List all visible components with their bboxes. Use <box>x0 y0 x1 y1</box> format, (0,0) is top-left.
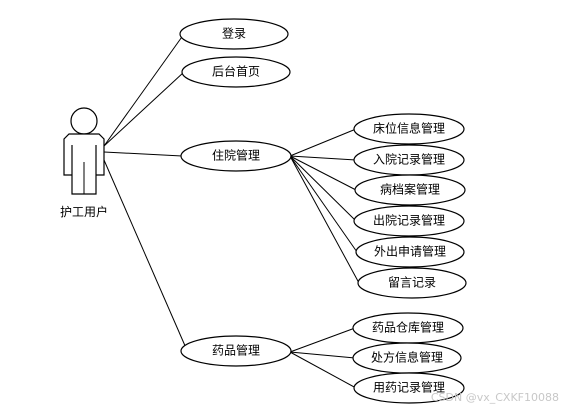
link-actor-backend-home <box>103 71 185 147</box>
link-hosp-medical-record <box>289 155 357 191</box>
link-hosp-outing <box>289 155 358 253</box>
link-hosp-discharge <box>289 155 357 222</box>
link-hosp-message <box>289 155 360 284</box>
link-actor-medicine <box>103 159 187 349</box>
watermark: CSDN @vx_CXKF10088 <box>430 391 559 404</box>
association-lines <box>103 33 360 389</box>
link-actor-login <box>103 33 185 147</box>
usecase-medication-record: 用药记录管理 <box>353 372 465 404</box>
usecase-discharge-record: 出院记录管理 <box>353 205 465 237</box>
usecase-discharge-record-label: 出院记录管理 <box>373 213 445 228</box>
usecase-message-record-label: 留言记录 <box>388 276 436 290</box>
usecase-backend-home-label: 后台首页 <box>212 64 260 79</box>
actor: 护工用户 <box>60 107 108 219</box>
usecase-hospitalization-label: 住院管理 <box>212 148 260 163</box>
usecase-message-record: 留言记录 <box>357 267 467 299</box>
usecase-bed-info: 床位信息管理 <box>353 113 465 145</box>
actor-label: 护工用户 <box>60 204 108 219</box>
usecase-prescription-info: 处方信息管理 <box>352 342 462 374</box>
link-med-prescription <box>289 351 356 359</box>
link-med-warehouse <box>289 327 356 353</box>
usecase-hospitalization: 住院管理 <box>180 140 292 172</box>
usecase-admission-record: 入院记录管理 <box>353 144 465 176</box>
usecase-medicine-warehouse: 药品仓库管理 <box>352 312 464 344</box>
usecase-admission-record-label: 入院记录管理 <box>373 152 445 167</box>
usecase-bed-info-label: 床位信息管理 <box>373 121 445 136</box>
link-hosp-bed-info <box>289 128 357 157</box>
link-med-medication <box>289 351 357 389</box>
usecase-login-label: 登录 <box>222 26 246 41</box>
usecase-medicine-warehouse-label: 药品仓库管理 <box>372 320 444 335</box>
link-hosp-admission <box>289 155 357 161</box>
usecase-medication-record-label: 用药记录管理 <box>373 380 445 395</box>
actor-icon <box>63 107 105 195</box>
usecase-medicine-label: 药品管理 <box>212 343 260 358</box>
usecase-medical-record-label: 病档案管理 <box>380 182 440 197</box>
usecase-outing-request: 外出申请管理 <box>355 236 465 268</box>
link-actor-hospitalization <box>103 151 183 157</box>
usecase-prescription-info-label: 处方信息管理 <box>371 350 443 365</box>
usecase-login: 登录 <box>179 18 289 50</box>
usecase-backend-home: 后台首页 <box>181 56 291 88</box>
usecase-medical-record: 病档案管理 <box>354 174 466 206</box>
usecase-medicine: 药品管理 <box>180 335 292 367</box>
usecase-outing-request-label: 外出申请管理 <box>374 244 446 259</box>
